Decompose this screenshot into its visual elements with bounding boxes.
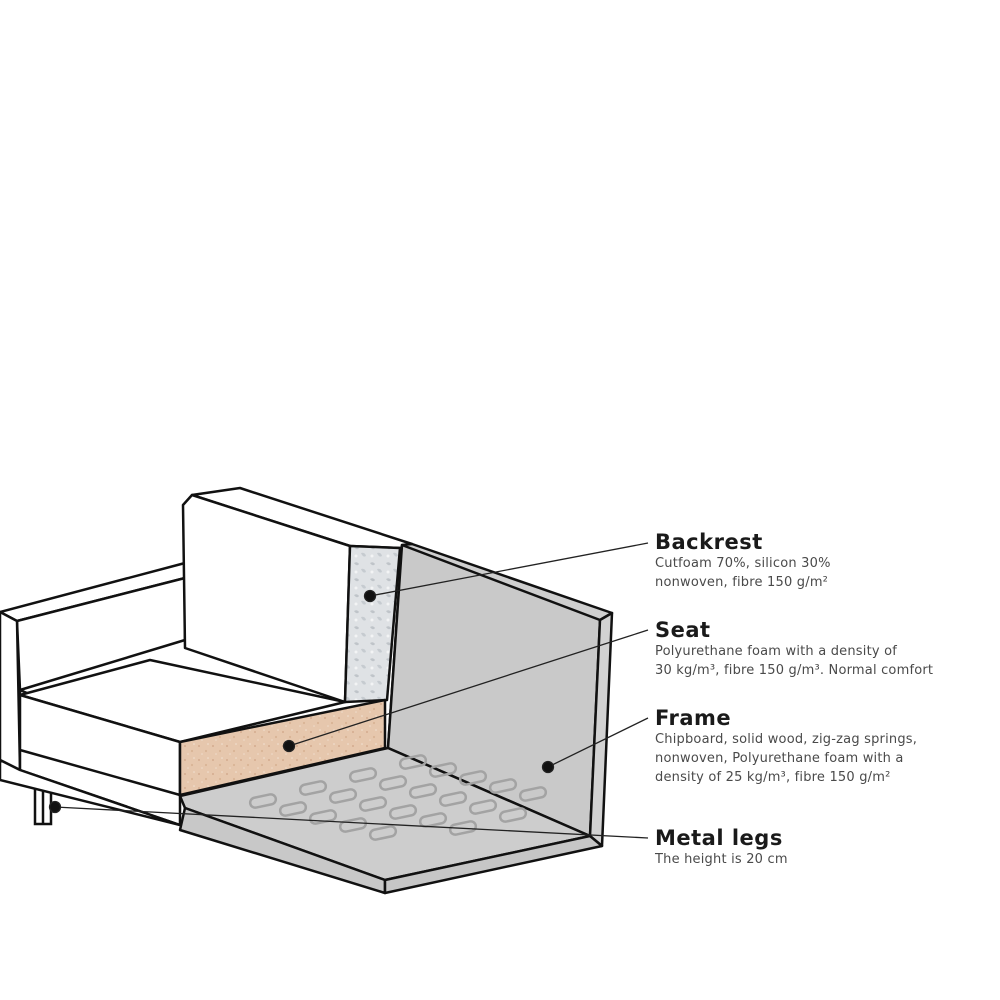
label-backrest: Backrest Cutfoam 70%, silicon 30% nonwov… [655,530,831,592]
frame-desc-line-3: density of 25 kg/m³, fibre 150 g/m² [655,770,891,785]
backrest-marker-dot [363,589,377,603]
leader-backrest [369,542,649,597]
metal-legs-desc-line-1: The height is 20 cm [655,852,788,867]
seat-cushion [18,658,387,797]
seat-desc-line-1: Polyurethane foam with a density of [655,644,898,659]
leader-metal-legs [54,806,649,839]
leader-seat [288,629,649,747]
label-metal-legs: Metal legs The height is 20 cm [655,826,788,869]
backrest-desc-line-1: Cutfoam 70%, silicon 30% [655,556,831,571]
leader-lines [48,542,649,839]
frame-title: Frame [655,706,732,730]
metal-legs-marker-dot [48,800,62,814]
metal-legs-title: Metal legs [655,826,783,850]
armrest [0,561,187,772]
backrest-desc-line-2: nonwoven, fibre 150 g/m² [655,575,829,590]
leader-frame [547,717,649,768]
frame-desc-line-1: Chipboard, solid wood, zig-zag springs, [655,732,918,747]
frame-marker-dot [541,760,555,774]
seat-desc-line-2: 30 kg/m³, fibre 150 g/m³. Normal comfort [655,663,934,678]
zigzag-springs [248,754,548,841]
seat-title: Seat [655,618,711,642]
backrest-title: Backrest [655,530,763,554]
seat-marker-dot [282,739,296,753]
label-seat: Seat Polyurethane foam with a density of… [655,618,933,680]
backrest-cushion [181,486,414,704]
label-frame: Frame Chipboard, solid wood, zig-zag spr… [655,706,917,787]
frame-desc-line-2: nonwoven, Polyurethane foam with a [655,751,904,766]
